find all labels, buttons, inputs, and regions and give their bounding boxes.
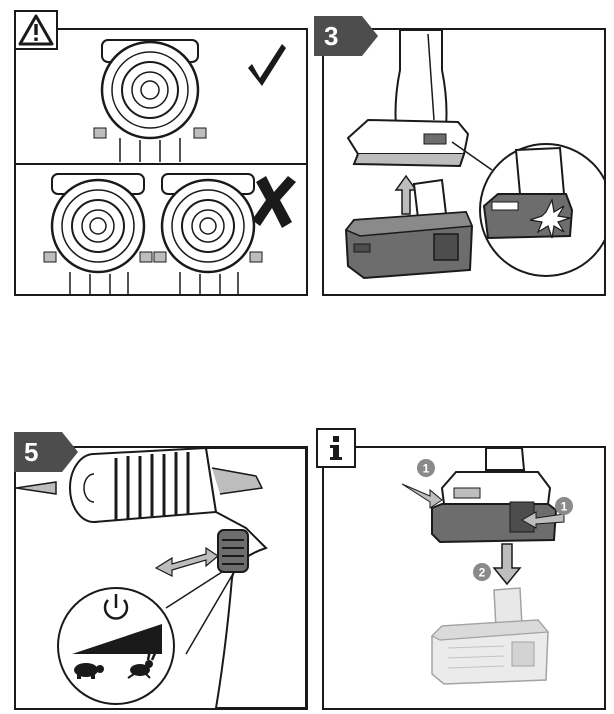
chuck-correct (93, 39, 207, 162)
info-icon (330, 436, 342, 460)
warning-panel (14, 28, 308, 296)
speed-ramp-icon (72, 624, 162, 654)
step5-panel (14, 446, 308, 710)
step5-number: 5 (24, 436, 39, 467)
warning-triangle-icon (18, 14, 54, 46)
info-badge (316, 428, 356, 468)
svg-text:1: 1 (423, 462, 430, 476)
chuck-orientation-illustration (16, 39, 306, 294)
rabbit-icon (127, 649, 158, 679)
slide-arrow-icon (154, 546, 220, 577)
callout-1-left: 1 (417, 459, 435, 477)
speed-switch (217, 529, 249, 573)
svg-text:2: 2 (479, 566, 486, 580)
chuck-wrong-right (153, 173, 263, 294)
arrow-up-icon (394, 174, 418, 215)
callout-1-right: 1 (555, 497, 573, 515)
warning-badge (14, 10, 58, 50)
step3-number: 3 (324, 20, 339, 51)
click-spark-icon (529, 198, 571, 239)
checkmark-icon (248, 44, 286, 86)
callout-2: 2 (473, 563, 491, 581)
arrow-down-icon (492, 543, 522, 586)
press-arrow-right-icon (520, 511, 565, 529)
step3-panel (322, 28, 606, 296)
info-panel: 1 1 2 (322, 446, 606, 710)
svg-text:1: 1 (561, 500, 568, 514)
battery-remove-illustration: 1 1 2 (401, 448, 573, 685)
battery-insert-illustration (344, 30, 604, 280)
step5-badge: 5 (14, 432, 78, 472)
step-badge-shape (314, 16, 378, 56)
turtle-icon (74, 663, 104, 679)
chuck-wrong-left (43, 173, 153, 294)
speed-switch-illustration (16, 448, 306, 708)
battery-pack (344, 178, 474, 280)
step3-badge: 3 (314, 16, 378, 56)
removed-battery (430, 587, 550, 685)
cross-icon (252, 176, 296, 228)
step-badge-shape (14, 432, 78, 472)
press-arrow-left-icon (401, 483, 443, 509)
power-icon (103, 594, 129, 620)
